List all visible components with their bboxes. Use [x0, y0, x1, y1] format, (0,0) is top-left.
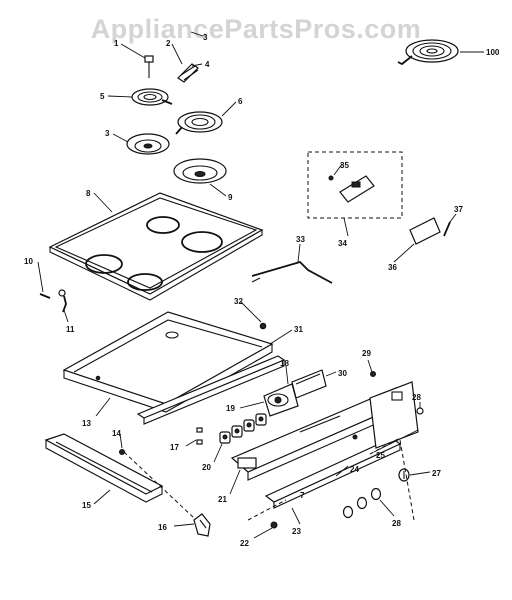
callout-1: 1 [114, 39, 119, 48]
trim-strip-13[interactable] [136, 355, 286, 425]
callout-25: 25 [376, 451, 385, 460]
switch-housing-30[interactable] [291, 369, 327, 399]
callout-4: 4 [205, 60, 210, 69]
screw-22[interactable] [270, 521, 278, 529]
callout-7: 7 [300, 491, 305, 500]
watermark-text: AppliancePartsPros.com [90, 14, 422, 44]
drip-bowl-3[interactable] [126, 133, 170, 155]
callout-29: 29 [362, 349, 371, 358]
clip-17[interactable] [196, 427, 203, 445]
callout-28a: 28 [412, 393, 421, 402]
callout-37: 37 [454, 205, 463, 214]
knob-27[interactable] [398, 468, 410, 482]
callout-28b: 28 [392, 519, 401, 528]
kit-34[interactable] [307, 151, 403, 219]
callout-31: 31 [294, 325, 303, 334]
callout-35: 35 [340, 161, 349, 170]
drip-bowl-9[interactable] [173, 158, 227, 184]
callout-10: 10 [24, 257, 33, 266]
callout-22: 22 [240, 539, 249, 548]
callout-2: 2 [166, 39, 171, 48]
bracket-16[interactable] [193, 513, 211, 537]
clip-14[interactable] [119, 449, 125, 455]
callout-15: 15 [82, 501, 91, 510]
callout-19: 19 [226, 404, 235, 413]
knobs-28[interactable] [342, 487, 382, 519]
leader-lines [37, 31, 484, 539]
callout-5: 5 [100, 92, 105, 101]
callout-20: 20 [202, 463, 211, 472]
callout-30: 30 [338, 369, 347, 378]
screw-32[interactable] [259, 322, 267, 330]
callout-32: 32 [234, 297, 243, 306]
rear-panel-25[interactable] [264, 437, 402, 509]
callout-8: 8 [86, 189, 91, 198]
cooktop-8[interactable] [48, 192, 264, 301]
callout-36: 36 [388, 263, 397, 272]
screw-37[interactable] [443, 221, 451, 237]
screw-29[interactable] [370, 371, 376, 377]
callout-13: 13 [82, 419, 91, 428]
callout-14: 14 [112, 429, 121, 438]
callout-3: 3 [105, 129, 110, 138]
wire-harness-33[interactable] [251, 260, 333, 284]
callout-23: 23 [292, 527, 301, 536]
part-10-bracket[interactable] [39, 289, 67, 313]
front-panel-31[interactable] [62, 311, 274, 413]
plate-36[interactable] [409, 217, 441, 245]
callout-6: 6 [238, 97, 243, 106]
callout-16: 16 [158, 523, 167, 532]
surface-element-6[interactable] [175, 111, 223, 135]
bezel-15[interactable] [44, 433, 164, 503]
control-knobs-20[interactable] [219, 413, 267, 444]
surface-element-100[interactable] [397, 39, 459, 66]
callout-21: 21 [218, 495, 227, 504]
callout-17: 17 [170, 443, 179, 452]
callout-100: 100 [486, 48, 500, 57]
callout-34: 34 [338, 239, 347, 248]
callout-9a: 9 [228, 193, 233, 202]
callout-18: 18 [280, 359, 289, 368]
callout-27: 27 [432, 469, 441, 478]
callout-11: 11 [66, 325, 75, 334]
switch-18[interactable] [263, 383, 299, 417]
callout-3-top: 3 [203, 33, 208, 42]
screw-28[interactable] [416, 407, 424, 415]
end-cap-25[interactable] [352, 381, 419, 449]
callout-24: 24 [350, 465, 359, 474]
part-4-terminal-block[interactable] [177, 63, 199, 83]
surface-element-5[interactable] [131, 88, 173, 106]
part-1-pin[interactable] [144, 55, 154, 78]
callout-33: 33 [296, 235, 305, 244]
callout-labels: 1 2 3 4 5 6 3 9 8 10 11 32 31 33 13 14 1… [24, 33, 500, 548]
